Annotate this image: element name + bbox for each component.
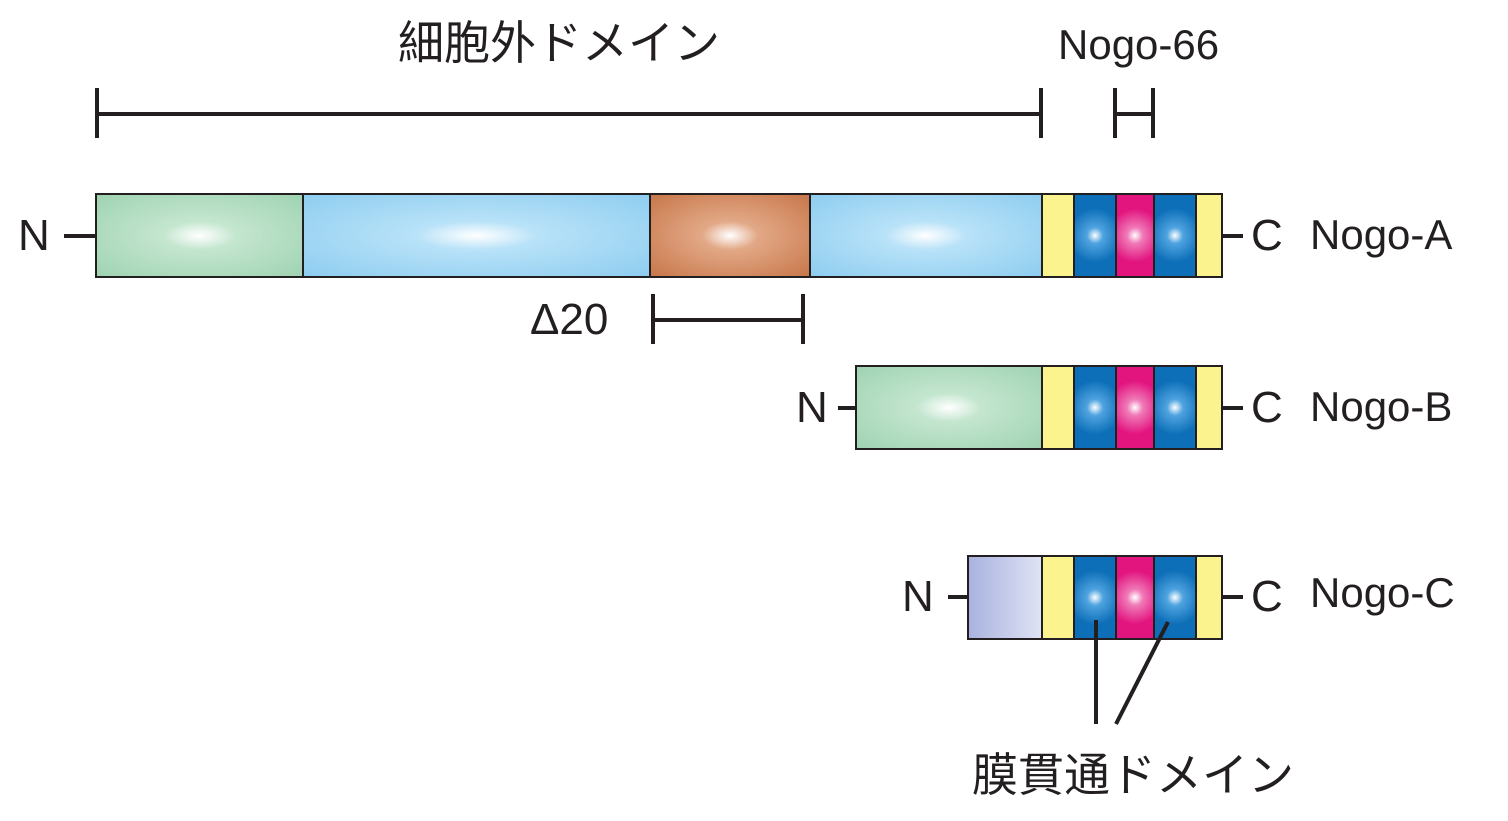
nogo-b-green-segment <box>855 365 1043 450</box>
nogo-a-delta20-segment <box>649 193 811 278</box>
c-terminus-label: C <box>1251 572 1283 621</box>
c-terminus-label: C <box>1251 383 1283 432</box>
isoform-name-label: Nogo-C <box>1310 569 1455 616</box>
n-terminus-line <box>64 234 95 238</box>
n-terminus-label: N <box>796 383 828 432</box>
nogo-c-tm-segment-2 <box>1153 555 1197 640</box>
nogo-a-blue-segment-1 <box>302 193 651 278</box>
c-terminus-line <box>1223 234 1243 238</box>
nogo-b-magenta-segment <box>1115 365 1155 450</box>
transmembrane-domain-label: 膜貫通ドメイン <box>972 748 1294 802</box>
nogo-c-yellow-segment-2 <box>1195 555 1223 640</box>
n-terminus-line <box>948 595 967 599</box>
n-terminus-label: N <box>902 572 934 621</box>
isoform-name-label: Nogo-A <box>1310 211 1453 258</box>
c-terminus-label: C <box>1251 211 1283 260</box>
c-terminus-line <box>1223 406 1243 410</box>
isoform-name-label: Nogo-B <box>1310 383 1453 430</box>
nogo-a-green-segment <box>95 193 304 278</box>
nogo66-label: Nogo-66 <box>1058 21 1220 68</box>
delta20-label: Δ20 <box>530 295 609 344</box>
nogo-b-tm-segment-1 <box>1073 365 1117 450</box>
nogo-b-yellow-segment-2 <box>1195 365 1223 450</box>
n-terminus-line <box>838 406 855 410</box>
c-terminus-line <box>1223 595 1243 599</box>
nogo-a-blue-segment-2 <box>809 193 1043 278</box>
nogo-b-tm-segment-2 <box>1153 365 1197 450</box>
extracellular-domain-label: 細胞外ドメイン <box>398 16 720 70</box>
nogo-a-yellow-segment-2 <box>1195 193 1223 278</box>
n-terminus-label: N <box>18 211 50 260</box>
nogo-b-yellow-segment-1 <box>1041 365 1075 450</box>
